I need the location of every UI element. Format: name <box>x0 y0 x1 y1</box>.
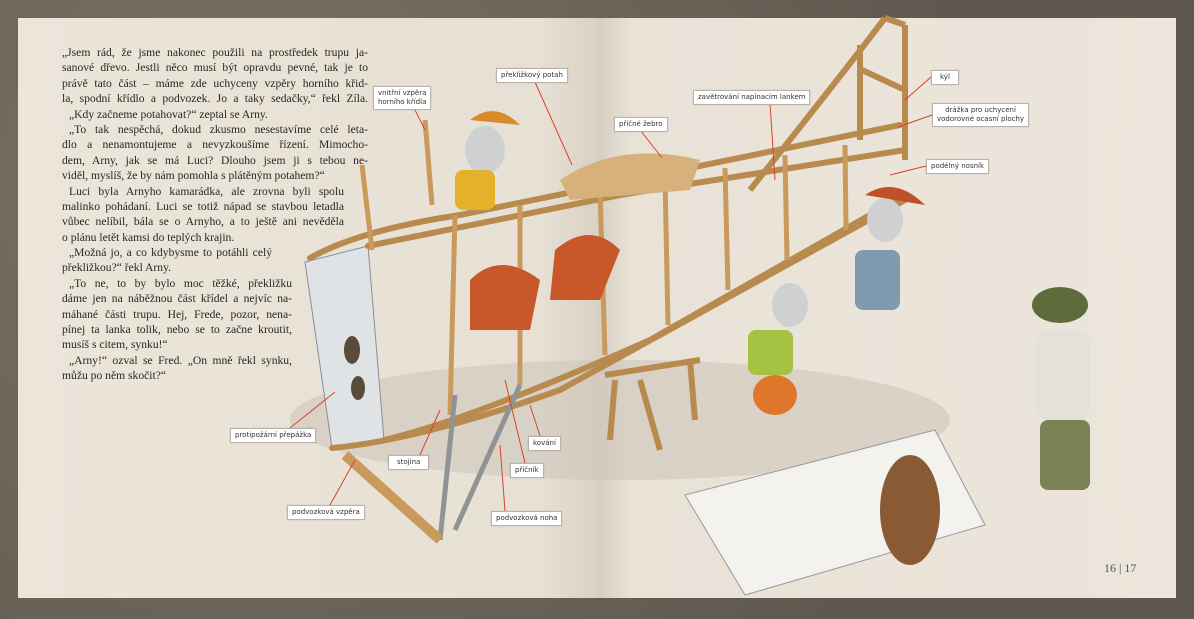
label-cross-rib: příčné žebro <box>614 117 668 132</box>
text-line: la, spodní křídlo a podvozek. Jo a taky … <box>62 92 368 106</box>
text-line: máhané části trupu. Hej, Frede, pozor, n… <box>62 307 292 321</box>
label-line: vnitřní vzpěra <box>378 89 427 97</box>
landing-gear <box>437 383 523 541</box>
story-text: „Jsem rád, že jsme nakonec použili na pr… <box>62 45 368 384</box>
frog-character <box>1032 287 1090 490</box>
text-line: „Kdy začneme potahovat?“ zeptal se Arny. <box>69 107 268 121</box>
text-line: viděl, myslíš, že by nám pomohla s plátě… <box>62 169 325 183</box>
leader-lines <box>289 76 933 512</box>
text-line: dáme jen na náběžnou část křídel a nejví… <box>62 292 292 306</box>
mouse-arny <box>855 187 925 310</box>
label-crossbar: příčník <box>510 463 544 478</box>
text-line: vůbec nelíbil, bála se o Arnyho, a to je… <box>62 215 344 229</box>
label-gear-leg: podvozková noha <box>491 511 563 526</box>
label-plywood-skin: překližkový potah <box>496 68 568 83</box>
text-line: musíš s citem, synku!“ <box>62 338 168 352</box>
text-line: dlo a nenamontujeme a nevyzkoušíme řízen… <box>62 138 368 152</box>
text-line: malinko pohádaní. Luci se totiž nápad se… <box>62 199 344 213</box>
text-line: překližkou?“ řekl Arny. <box>62 261 172 275</box>
label-bracing: zavětrování napínacím lankem <box>693 90 811 105</box>
mouse-zila <box>455 111 520 210</box>
label-fitting: kování <box>528 436 561 451</box>
text-line: právě tato část – máme zde uchyceny vzpě… <box>62 76 368 90</box>
text-line: o plánu letět kamsi do teplých krajin. <box>62 230 235 244</box>
text-line: „To ne, to by bylo moc těžké, překližku <box>69 276 292 290</box>
text-line: „Možná jo, a co kdybysme to potáhli celý <box>69 246 272 260</box>
tail-fin <box>747 15 908 192</box>
mouse-fred <box>748 283 808 415</box>
label-gear-strut: podvozková vzpěra <box>287 505 365 520</box>
label-firewall: protipožární přepážka <box>230 428 317 443</box>
text-line: sanové dřevo. Jestli něco musí být oprav… <box>62 61 368 75</box>
text-line: pínej ta lanka tolik, nebo se to začne k… <box>62 323 292 337</box>
label-post: stojina <box>388 455 430 470</box>
trestle <box>604 357 701 451</box>
label-keel: kýl <box>931 70 959 85</box>
label-line: vodorovné ocasní plochy <box>937 115 1025 123</box>
text-line: „To tak nespěchá, dokud zkusmo nesestaví… <box>69 122 368 136</box>
text-line: můžu po něm skočit?“ <box>62 369 166 383</box>
text-line: Luci byla Arnyho kamarádka, ale zrovna b… <box>69 184 344 198</box>
label-line: horního křídla <box>378 98 427 106</box>
bird <box>880 455 940 565</box>
page-number: 16 | 17 <box>1104 561 1137 575</box>
text-line: dem, Arny, jak se má Luci? Dlouho jsem j… <box>62 153 368 167</box>
label-longeron: podélný nosník <box>926 159 990 174</box>
label-line: drážka pro uchycení <box>945 106 1016 114</box>
text-line: „Arny!“ ozval se Fred. „On mně řekl synk… <box>69 353 292 367</box>
text-line: „Jsem rád, že jsme nakonec použili na pr… <box>62 46 368 59</box>
